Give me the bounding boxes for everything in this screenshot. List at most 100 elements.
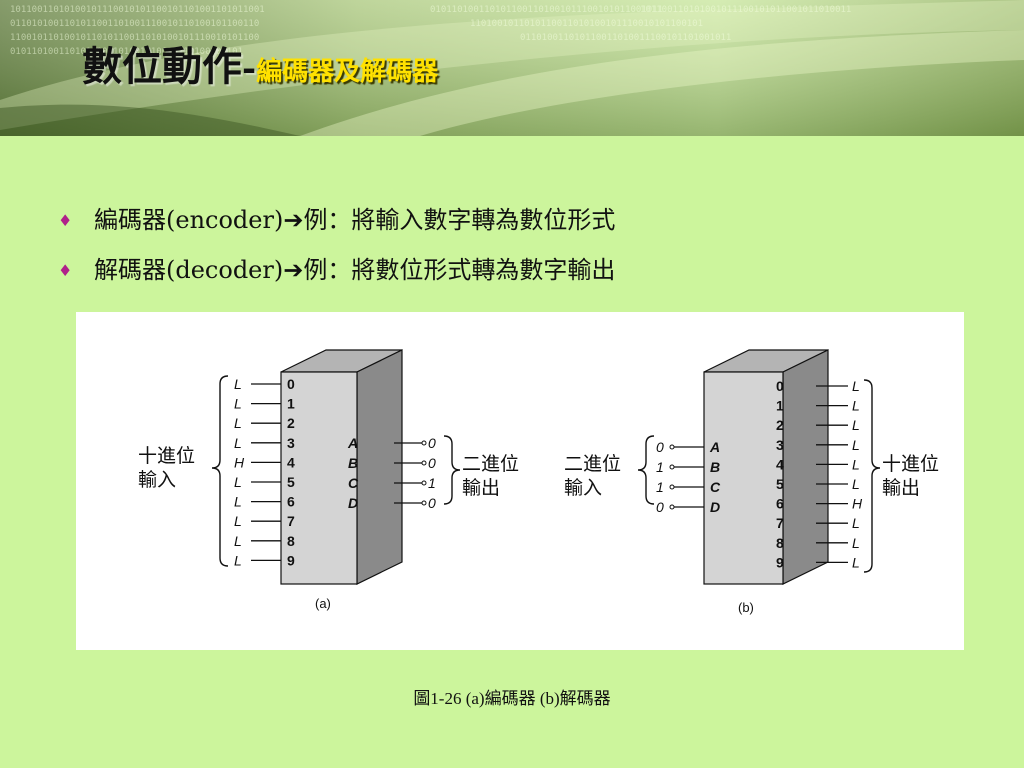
- decoder-block-front: [703, 371, 784, 585]
- decoder-input-pin: C: [710, 479, 721, 495]
- encoder-input-pin: 1: [287, 396, 295, 412]
- encoder-input-pin: 6: [287, 494, 295, 510]
- svg-text:011010011010110011010011100101: 011010011010110011010011100101101001011: [520, 33, 731, 43]
- decoder-output-pin: 9: [776, 554, 784, 570]
- encoder-input-pin: 0: [287, 376, 295, 392]
- decoder-input-terminal: [669, 444, 675, 450]
- decoder-output-level: L: [852, 476, 860, 492]
- decoder-output-level: L: [852, 515, 860, 531]
- encoder-output-terminal: [421, 440, 427, 446]
- encoder-output-terminal: [421, 460, 427, 466]
- decoder-input-value: 0: [656, 439, 664, 455]
- encoder-input-pin: 3: [287, 435, 295, 451]
- encoder-input-level: L: [234, 474, 242, 490]
- encoder-block-front: [280, 371, 358, 585]
- svg-text:110100101101011001101010010111: 1101001011010110011010100101110010101100…: [470, 19, 703, 29]
- encoder-left-label-1: 十進位: [138, 445, 195, 467]
- svg-text:101100110101001011100101011001: 1011001101010010111001010110010110100110…: [10, 5, 265, 15]
- encoder-output-pin: A: [347, 435, 358, 451]
- encoder-output-value: 0: [428, 455, 436, 471]
- encoder-input-level: L: [234, 533, 242, 549]
- encoder-caption: (a): [315, 596, 331, 611]
- encoder-input-pin: 2: [287, 415, 295, 431]
- decoder-output-level: L: [852, 535, 860, 551]
- decoder-output-level: L: [852, 417, 860, 433]
- decoder-right-brace: [863, 379, 881, 573]
- encoder-output-pin: D: [348, 495, 358, 511]
- decoder-caption: (b): [738, 600, 754, 615]
- bullet-encoder-term: 編碼器(encoder): [94, 206, 284, 234]
- decoder-right-label-1: 十進位: [882, 453, 939, 475]
- bullet-encoder-desc: 例：將輸入數字轉為數位形式: [303, 206, 616, 234]
- decoder-left-brace: [637, 435, 655, 505]
- svg-text:011010100110101100110100111001: 0110101001101011001101001110010110100101…: [10, 19, 259, 29]
- decoder-output-pin: 6: [776, 496, 784, 512]
- decoder-input-terminal: [669, 464, 675, 470]
- encoder-output-value: 0: [428, 495, 436, 511]
- encoder-input-pin: 5: [287, 474, 295, 490]
- decoder-output-pin: 5: [776, 476, 784, 492]
- encoder-output-terminal: [421, 480, 427, 486]
- svg-text:101100110101001011100101011001: 101100110101001011100101011001011010011: [640, 5, 851, 15]
- svg-text:010110100110101100110100101110: 0101101001101011001101001011100101011001…: [430, 5, 663, 15]
- encoder-input-pin: 9: [287, 552, 295, 568]
- decoder-input-pin: A: [709, 439, 720, 455]
- decoder-left-label-2: 輸入: [564, 477, 602, 499]
- svg-text:110010110100101101011001101010: 1100101101001011010110011010100101110010…: [10, 33, 259, 43]
- encoder-left-label-2: 輸入: [138, 469, 176, 491]
- decoder-output-pin: 1: [776, 398, 784, 414]
- title-main: 數位動作: [82, 43, 242, 90]
- bullet-decoder: ♦解碼器(decoder)➔例：將數位形式轉為數字輸出: [58, 250, 615, 285]
- title-subtitle: 編碼器及解碼器: [256, 57, 439, 87]
- decoder-input-pin: B: [710, 459, 720, 475]
- encoder-left-brace: [211, 375, 229, 567]
- decoder-output-pin: 3: [776, 437, 784, 453]
- decoder-output-pin: 8: [776, 535, 784, 551]
- encoder-right-label-2: 輸出: [462, 477, 500, 499]
- svg-text:010110100110101100110100111001: 0101101001101011001101001110010110100101…: [10, 47, 243, 57]
- arrow-right-icon: ➔: [283, 256, 304, 284]
- encoder-output-value: 0: [428, 435, 436, 451]
- arrow-right-icon: ➔: [283, 206, 304, 234]
- encoder-input-pin: 8: [287, 533, 295, 549]
- decoder-input-pin: D: [710, 499, 720, 515]
- diamond-bullet-icon: ♦: [58, 211, 73, 230]
- decoder-left-label-1: 二進位: [564, 453, 621, 475]
- decoder-output-level: L: [852, 437, 860, 453]
- binary-banner-graphic: 1011001101010010111001010110010110100110…: [0, 0, 1024, 136]
- encoder-input-level: L: [234, 494, 242, 510]
- decoder-output-level: L: [852, 398, 860, 414]
- decoder-output-pin: 2: [776, 417, 784, 433]
- decoder-output-pin: 0: [776, 378, 784, 394]
- encoder-input-pin: 7: [287, 513, 295, 529]
- decoder-input-terminal: [669, 504, 675, 510]
- decoder-output-level: H: [852, 496, 863, 512]
- encoder-input-level: L: [234, 552, 242, 568]
- bullet-decoder-term: 解碼器(decoder): [94, 256, 284, 284]
- encoder-right-brace: [443, 435, 461, 505]
- encoder-input-level: H: [234, 454, 245, 470]
- figure-caption: 圖1-26 (a)編碼器 (b)解碼器: [413, 689, 611, 708]
- encoder-input-level: L: [234, 376, 242, 392]
- encoder-input-pin: 4: [287, 454, 295, 470]
- bullet-decoder-desc: 例：將數位形式轉為數字輸出: [303, 256, 616, 284]
- header-banner: 1011001101010010111001010110010110100110…: [0, 0, 1024, 136]
- decoder-right-label-2: 輸出: [882, 477, 920, 499]
- decoder-input-value: 1: [656, 459, 664, 475]
- encoder-input-level: L: [234, 435, 242, 451]
- decoder-output-level: L: [852, 554, 860, 570]
- decoder-input-value: 0: [656, 499, 664, 515]
- decoder-block-side: [782, 349, 829, 585]
- decoder-input-terminal: [669, 484, 675, 490]
- encoder-input-level: L: [234, 396, 242, 412]
- bullet-encoder: ♦ 編碼器(encoder)➔例：將輸入數字轉為數位形式: [58, 200, 615, 235]
- decoder-output-level: L: [852, 378, 860, 394]
- decoder-output-pin: 7: [776, 515, 784, 531]
- decoder-input-value: 1: [656, 479, 664, 495]
- encoder-block-side: [356, 349, 403, 585]
- title-separator: -: [242, 49, 257, 89]
